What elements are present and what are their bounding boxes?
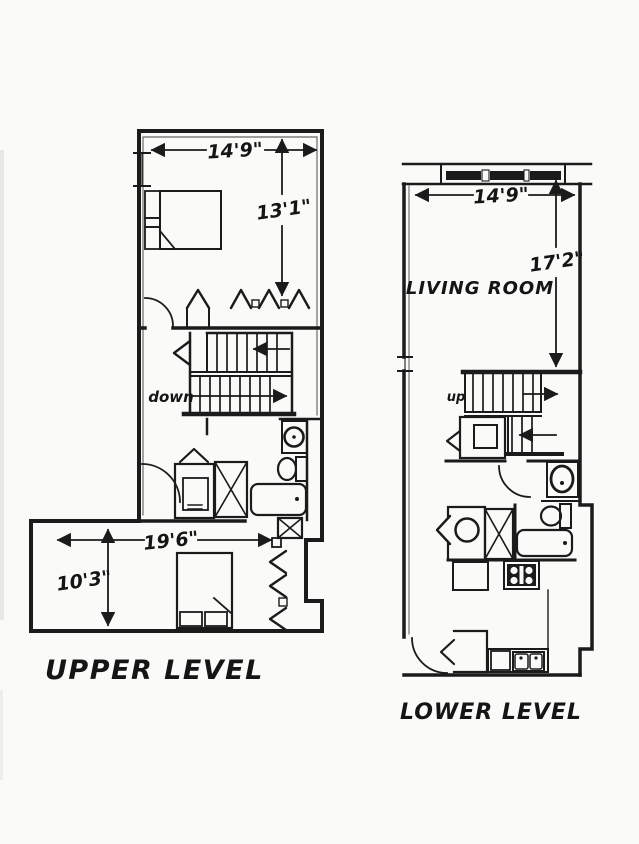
pillow (204, 611, 228, 627)
upper-dim-bedroom2-width: 19'6" (56, 527, 273, 555)
utility-box (473, 424, 498, 449)
bedroom1-door-swing (144, 297, 174, 327)
linen-closet (483, 507, 515, 561)
bed-fold-corner (212, 596, 233, 615)
lower-level-plan: 14'9" 17'2" LIVING ROOM up (397, 162, 594, 725)
living-room-label: LIVING ROOM (406, 278, 554, 299)
sink-basin (514, 653, 529, 670)
stair-label: up (447, 390, 466, 405)
upper-dim-bedroom2-depth: 10'3" (55, 528, 116, 627)
shower (173, 447, 216, 520)
scan-artifact (0, 150, 4, 620)
bathroom-door-swing (141, 463, 181, 503)
upper-dim-bedroom1-depth: 13'1" (255, 138, 313, 297)
entry-closet (452, 629, 489, 674)
nightstand (144, 190, 161, 219)
dimension-label: 14'9" (207, 139, 263, 164)
stove (503, 560, 540, 590)
kitchen-sink-counter (487, 648, 549, 673)
understairs-door (172, 339, 192, 367)
dimension-label: 13'1" (255, 195, 313, 224)
shower-door (178, 447, 210, 464)
stair-label: down (148, 388, 194, 406)
bathtub (515, 528, 574, 558)
upper-outer-walls (29, 129, 324, 633)
nightstand (144, 226, 161, 250)
closet-door (445, 429, 462, 453)
lower-balcony-slider (401, 162, 593, 186)
lower-utility-closet (445, 415, 507, 460)
lower-entry (411, 629, 489, 674)
upper-level-plan: 14'9" 13'1" down (29, 129, 324, 686)
bathroom-door-swing (498, 465, 531, 498)
sink (281, 420, 308, 454)
upper-level-title: UPPER LEVEL (45, 655, 264, 686)
dimension-label: 19'6" (142, 527, 199, 555)
slider-panel (530, 171, 561, 180)
dimension-label: 10'3" (55, 566, 113, 595)
slider-panel (490, 171, 524, 180)
upper-bedroom1-wall-and-closets (137, 288, 324, 330)
cabinet (490, 650, 511, 671)
closet-door (435, 514, 452, 546)
cabinet (452, 561, 489, 591)
lower-bathroom (435, 459, 582, 562)
closet-door (439, 638, 456, 666)
upper-dim-bedroom1-width: 14'9" (150, 139, 318, 164)
toilet (276, 456, 308, 482)
stair-treads-upper-flight (472, 373, 534, 412)
lower-dim-living-depth: 17'2" (528, 179, 586, 368)
pillow (179, 611, 203, 627)
stair-treads-lower-flight (199, 376, 271, 412)
washer-room (435, 505, 487, 562)
lower-dim-living-width: 14'9" (414, 184, 576, 209)
bed-fold-corner (158, 229, 177, 251)
lower-level-title: LOWER LEVEL (400, 700, 582, 725)
burner (510, 576, 518, 585)
sink-basin (529, 653, 543, 670)
lower-outer-walls (397, 182, 594, 677)
scan-artifact (0, 690, 3, 780)
dimension-label: 14'9" (473, 184, 529, 209)
burner (525, 576, 533, 585)
burner (525, 566, 533, 575)
bifold-closet-doors (185, 288, 311, 310)
bathtub (249, 482, 308, 517)
washer-closet (271, 516, 304, 548)
linen-closet (213, 460, 249, 519)
washer (454, 517, 480, 543)
dimension-label: 17'2" (528, 247, 586, 276)
lower-stairs: up (447, 369, 583, 456)
stair-treads-upper-flight (216, 333, 278, 372)
upper-stairs: down (148, 331, 297, 417)
upper-bedroom1-bed (144, 190, 222, 251)
entry-door-swing (411, 637, 448, 674)
upper-bedroom2-bed (175, 551, 234, 630)
sink (546, 461, 579, 498)
toilet (539, 503, 572, 529)
burner (510, 566, 518, 575)
lower-kitchen (452, 560, 549, 673)
slider-panel (446, 171, 481, 180)
nightstand (144, 217, 161, 228)
upper-bedroom2-closet-doors (268, 549, 288, 632)
upper-bathroom (141, 417, 324, 548)
